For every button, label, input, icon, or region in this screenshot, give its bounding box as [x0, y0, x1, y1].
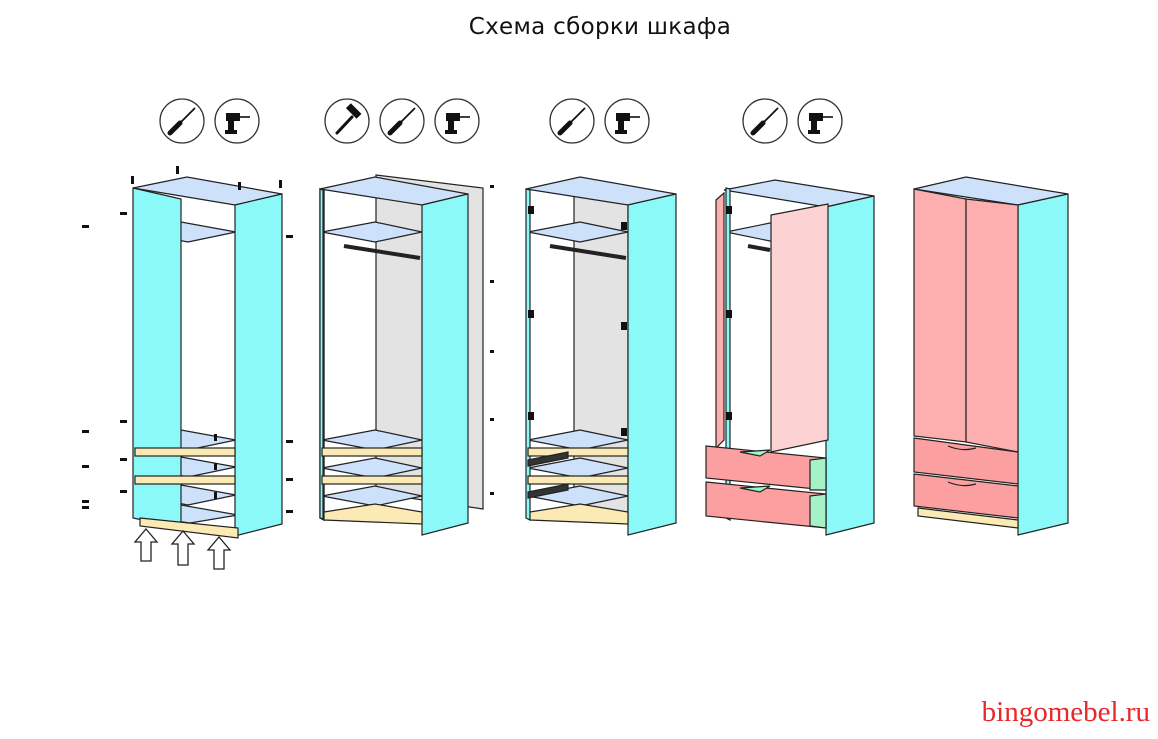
step-1-tools: [160, 98, 260, 144]
arrow-up-icon: [133, 527, 159, 562]
step-2-tools: [323, 97, 480, 145]
arrow-up-icon: [170, 529, 196, 566]
page-title: Схема сборки шкафа: [468, 14, 732, 40]
screwdriver-icon: [743, 99, 787, 143]
drill-icon: [604, 98, 650, 144]
step-3-tools: [550, 98, 650, 144]
site-watermark: bingomebel.ru: [981, 696, 1150, 728]
drill-icon: [214, 98, 260, 144]
cabinet-step-5: [913, 176, 1069, 536]
hammer-icon: [323, 97, 371, 145]
drill-icon: [797, 98, 843, 144]
cabinet-step-3: [525, 176, 677, 536]
arrow-up-icon: [206, 535, 232, 570]
screwdriver-icon: [160, 99, 204, 143]
screwdriver-icon: [550, 99, 594, 143]
drill-icon: [434, 98, 480, 144]
step-4-tools: [743, 98, 843, 144]
cabinet-step-2: [319, 174, 494, 536]
screwdriver-icon: [380, 99, 424, 143]
cabinet-step-4: [705, 179, 875, 536]
cabinet-step-1: [82, 166, 293, 570]
